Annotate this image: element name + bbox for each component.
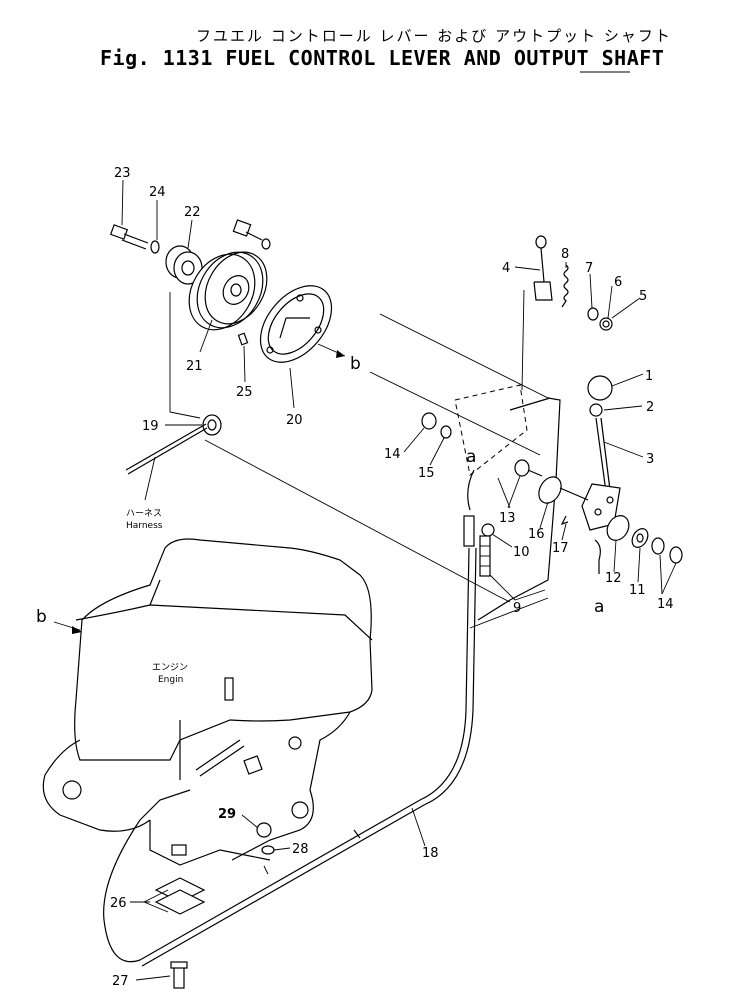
part-label-8: 8 (561, 247, 569, 262)
part-label-4: 4 (502, 261, 510, 276)
part-label-23: 23 (114, 166, 131, 181)
engine-label-jp: エンジン (152, 663, 188, 673)
ref-label-b-pulley: b (350, 354, 361, 374)
part-label-29: 29 (218, 807, 236, 822)
part-label-15: 15 (418, 466, 435, 481)
title-japanese: フユエル コントロール レバー および アウトプット シャフト (196, 27, 672, 45)
ref-label-b-engine: b (36, 607, 47, 627)
part-label-1: 1 (645, 369, 653, 384)
part-label-26: 26 (110, 896, 127, 911)
part-label-12: 12 (605, 571, 622, 586)
part-label-6: 6 (614, 275, 622, 290)
mounting-plate (169, 292, 561, 629)
part-label-24: 24 (149, 185, 166, 200)
engine-body (42, 538, 373, 875)
part-label-7: 7 (585, 261, 593, 276)
reference-labels: b b a a ハーネス Harness エンジン Engin (36, 354, 604, 685)
part-label-14-upper: 14 (384, 447, 401, 462)
part-label-20: 20 (286, 413, 303, 428)
engine-label-en: Engin (158, 675, 183, 685)
ref-label-a-lower: a (594, 597, 604, 617)
part-label-5: 5 (639, 289, 647, 304)
part-label-16: 16 (528, 527, 545, 542)
part-number-labels: 23 24 22 21 25 20 19 4 8 7 6 5 1 2 3 14 … (110, 166, 674, 989)
title-english: Fig. 1131 FUEL CONTROL LEVER AND OUTPUT … (100, 46, 665, 70)
ref-label-a-upper: a (466, 447, 476, 467)
leader-lines (53, 179, 677, 981)
pulley-group (109, 219, 346, 363)
part-label-2: 2 (646, 400, 654, 415)
part-label-28: 28 (292, 842, 309, 857)
part-label-13: 13 (499, 511, 516, 526)
part-label-10: 10 (513, 545, 530, 560)
part-label-14-lower: 14 (657, 597, 674, 612)
part-label-25: 25 (236, 385, 253, 400)
harness-grommet (125, 414, 222, 501)
part-label-27: 27 (112, 974, 129, 989)
part-label-11: 11 (629, 583, 646, 598)
upper-link-group (521, 235, 613, 391)
part-label-19: 19 (142, 419, 159, 434)
part-label-3: 3 (646, 452, 654, 467)
part-label-21: 21 (186, 359, 203, 374)
fastener-group (421, 412, 543, 577)
part-label-22: 22 (184, 205, 201, 220)
part-label-18: 18 (422, 846, 439, 861)
part-label-17: 17 (552, 541, 569, 556)
control-lever-group (538, 375, 683, 574)
control-cable (103, 469, 477, 967)
harness-label-en: Harness (126, 521, 163, 531)
part-label-9: 9 (513, 601, 521, 616)
pad-and-bolt-group (143, 877, 206, 989)
harness-label-jp: ハーネス (126, 508, 162, 519)
